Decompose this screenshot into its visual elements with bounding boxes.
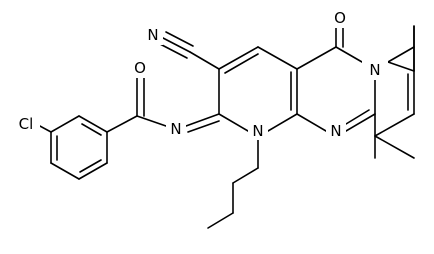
bond xyxy=(37,124,52,133)
bond-layer xyxy=(37,25,415,229)
atom-label-n1: N xyxy=(252,122,263,140)
label-backdrop xyxy=(329,8,351,28)
bond xyxy=(387,61,415,72)
bond xyxy=(224,53,259,74)
label-backdrop xyxy=(362,60,388,80)
bond xyxy=(345,113,376,132)
atom-label-layer: O N N N N N O Cl xyxy=(12,8,388,140)
atom-label-o-ring: O xyxy=(334,9,346,27)
bond xyxy=(374,113,415,137)
bond xyxy=(257,46,298,70)
bond xyxy=(50,115,80,133)
bond xyxy=(189,51,220,70)
bond xyxy=(296,113,327,132)
bond xyxy=(106,115,138,133)
bond xyxy=(185,113,220,127)
atom-label-n-nitrile: N xyxy=(147,26,158,44)
label-backdrop xyxy=(143,25,163,45)
bond xyxy=(345,109,370,125)
bond xyxy=(232,167,259,184)
atom-label-n-pyrimidine: N xyxy=(330,122,341,140)
atom-label-cl: Cl xyxy=(19,115,34,133)
bond xyxy=(387,46,415,63)
bond xyxy=(78,162,108,180)
bond xyxy=(136,115,167,127)
atom-label-o-carbonyl: O xyxy=(134,59,146,77)
bond xyxy=(162,37,191,53)
label-backdrop xyxy=(12,114,40,134)
bond xyxy=(81,123,102,136)
bond xyxy=(335,46,363,63)
label-backdrop xyxy=(129,58,151,78)
bond xyxy=(218,46,259,70)
bond xyxy=(50,162,80,180)
label-backdrop xyxy=(166,119,186,139)
bond xyxy=(218,113,249,132)
bond xyxy=(165,31,194,47)
bond xyxy=(374,135,415,159)
bond xyxy=(267,113,298,132)
label-backdrop xyxy=(326,122,346,140)
bond xyxy=(296,46,337,70)
bond xyxy=(159,43,188,59)
bond xyxy=(78,115,108,133)
atom-label-n-pyridine-fused: N xyxy=(369,61,380,79)
bond xyxy=(187,120,220,133)
atom-label-n-imine: N xyxy=(170,120,181,138)
bond xyxy=(79,159,102,173)
bond xyxy=(207,212,234,229)
label-backdrop xyxy=(248,122,268,140)
